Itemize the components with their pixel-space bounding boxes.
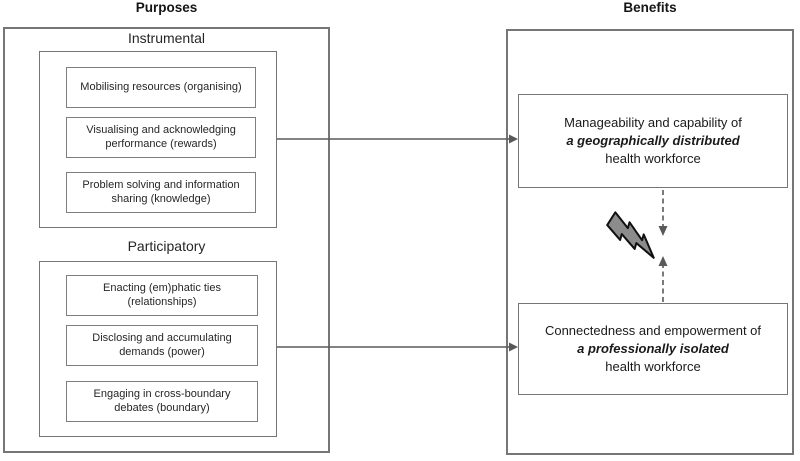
benefit-line-emphasis: a geographically distributed — [566, 133, 740, 148]
benefits-title: Benefits — [623, 0, 677, 15]
purpose-item-engaging-debates: Engaging in cross-boundary debates (boun… — [66, 381, 258, 422]
purposes-title: Purposes — [135, 0, 198, 15]
participatory-group-label: Participatory — [127, 238, 206, 254]
benefit-line: Manageability and capability of — [564, 115, 742, 130]
purpose-item-mobilising-resources: Mobilising resources (organising) — [66, 67, 256, 108]
benefit-line-emphasis: a professionally isolated — [577, 341, 729, 356]
benefit-box-connectedness: Connectedness and empowerment of a profe… — [518, 303, 788, 395]
purpose-item-enacting-ties: Enacting (em)phatic ties (relationships) — [66, 275, 258, 316]
benefit-line: health workforce — [605, 151, 701, 166]
instrumental-group-label: Instrumental — [127, 30, 206, 46]
benefit-line: Connectedness and empowerment of — [544, 323, 762, 338]
benefit-line: health workforce — [605, 359, 701, 374]
purpose-item-disclosing-demands: Disclosing and accumulating demands (pow… — [66, 325, 258, 366]
purpose-item-problem-solving: Problem solving and information sharing … — [66, 172, 256, 213]
benefit-box-manageability: Manageability and capability of a geogra… — [518, 94, 788, 188]
purpose-item-visualising-performance: Visualising and acknowledging performanc… — [66, 117, 256, 158]
